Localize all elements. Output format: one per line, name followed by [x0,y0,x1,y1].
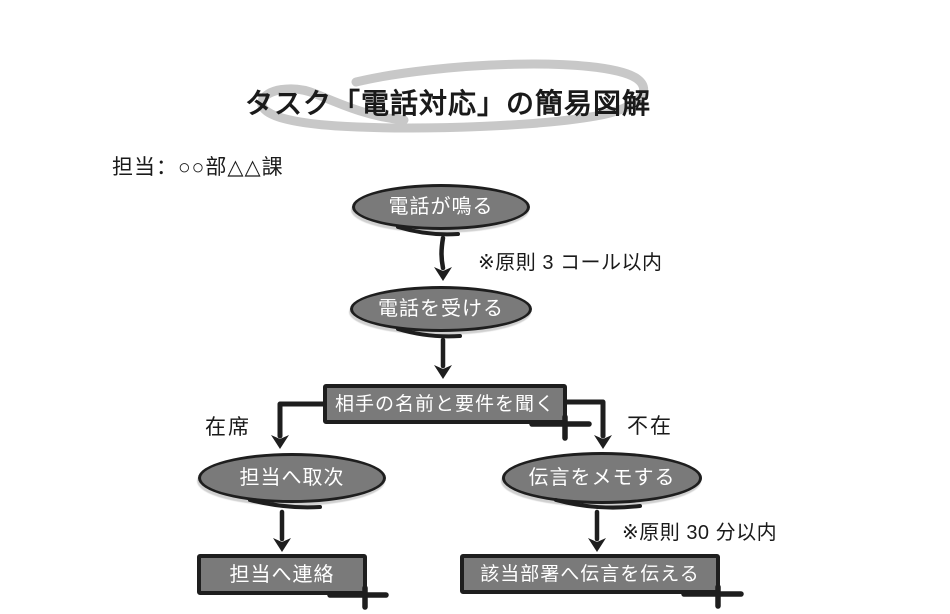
node-take-message-memo-label: 伝言をメモする [528,467,676,489]
arrowhead-answer-to-ask-icon [434,365,452,379]
node-relay-message-to-department: 該当部署へ伝言を伝える [460,554,720,594]
arrowhead-absent-branch-icon [594,435,612,449]
branch-line-present [277,401,326,439]
node-contact-person-label: 担当へ連絡 [229,563,335,586]
arrowhead-ring-to-answer-icon [434,267,452,281]
note-thirty-minutes-rule: ※原則 30 分以内 [622,522,778,544]
arrowhead-memo-to-relay-icon [588,538,606,552]
node-ask-name-and-business-label: 相手の名前と要件を聞く [334,393,555,415]
arrow-ring-to-answer [439,235,446,271]
node-transfer-to-person-label: 担当へ取次 [239,467,345,489]
branch-line-absent [564,399,606,439]
node-relay-message-to-department-label: 該当部署へ伝言を伝える [480,563,700,585]
branch-label-absent: 不在 [627,415,673,438]
owner-label: 担当：○○部△△課 [112,156,284,179]
node-take-message-memo: 伝言をメモする [502,452,702,504]
node-answer-phone: 電話を受ける [350,286,532,332]
arrowhead-present-branch-icon [271,435,289,449]
node-phone-rings-label: 電話が鳴る [388,196,494,218]
node-ask-name-and-business: 相手の名前と要件を聞く [323,384,567,424]
node-answer-phone-label: 電話を受ける [378,298,504,320]
node-contact-person: 担当へ連絡 [197,554,367,595]
note-three-calls-rule: ※原則 3 コール以内 [478,252,663,274]
page-title: タスク「電話対応」の簡易図解 [244,88,651,119]
arrowhead-transfer-to-contact-icon [273,538,291,552]
node-phone-rings: 電話が鳴る [352,184,530,230]
branch-label-present: 在席 [205,416,251,439]
node-transfer-to-person: 担当へ取次 [198,453,386,503]
